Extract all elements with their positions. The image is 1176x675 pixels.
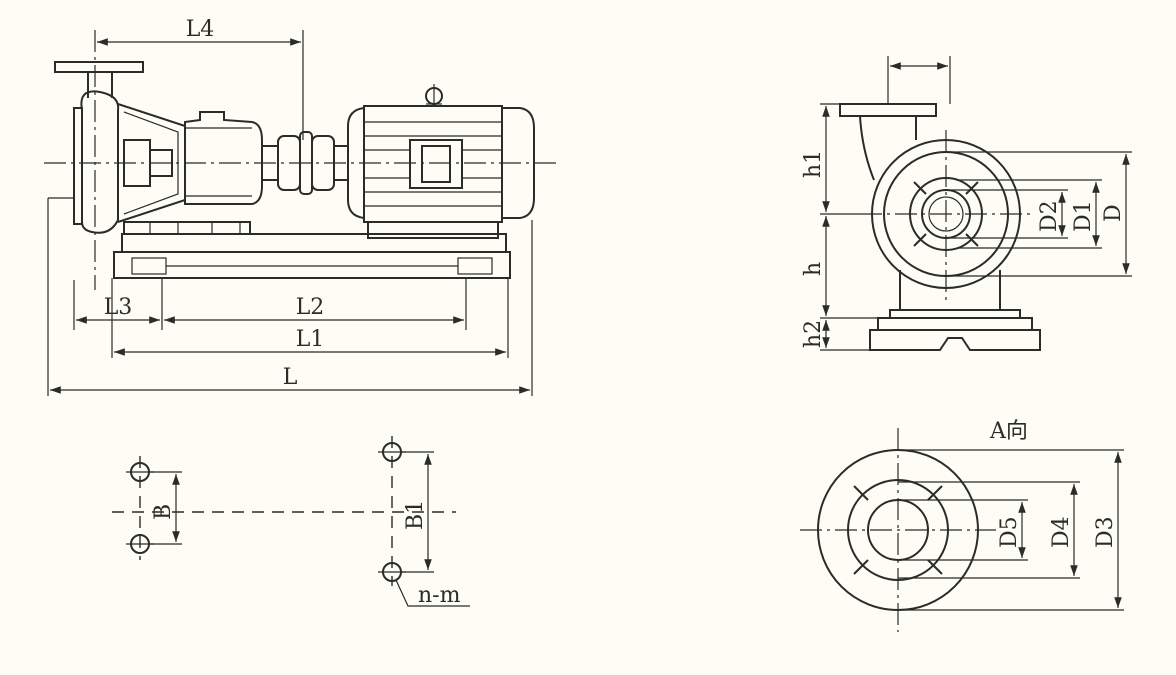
discharge-flange (54, 61, 144, 98)
n-m-label: n-m (418, 583, 461, 608)
end-pedestal (869, 270, 1041, 351)
dim-l3-label: L3 (104, 295, 133, 320)
dim-l2-label: L2 (296, 295, 325, 320)
bearing-housing (123, 111, 279, 235)
dim-d4-label: D4 (1049, 516, 1074, 548)
n-m-leader (395, 579, 470, 607)
pump-casing (73, 90, 186, 234)
dim-d3-label: D3 (1093, 516, 1118, 548)
end-view: h1 h h2 D2 D1 D (801, 56, 1132, 351)
dim-b-label: B (151, 504, 176, 520)
dim-l1-label: L1 (296, 327, 325, 352)
motor (347, 84, 535, 239)
dim-h-label: h (801, 262, 826, 276)
dim-h2-label: h2 (801, 320, 826, 348)
dim-d-label: D (1101, 204, 1126, 222)
dim-d5-label: D5 (997, 516, 1022, 548)
dim-h1-label: h1 (801, 150, 826, 178)
end-discharge-flange (839, 103, 937, 117)
view-a-label: A向 (989, 419, 1028, 444)
base-frame (113, 233, 511, 279)
view-a: A向 D5 D4 D3 (800, 419, 1124, 632)
side-view: L4 L3 L2 L1 L (44, 17, 556, 396)
dim-d1-label: D1 (1071, 200, 1096, 232)
dim-l4-label: L4 (186, 17, 215, 42)
foundation-holes: B B1 n-m (112, 436, 470, 608)
dim-d2-label: D2 (1037, 200, 1062, 232)
dim-b1-label: B1 (403, 500, 428, 530)
dim-l-label: L (283, 365, 298, 390)
